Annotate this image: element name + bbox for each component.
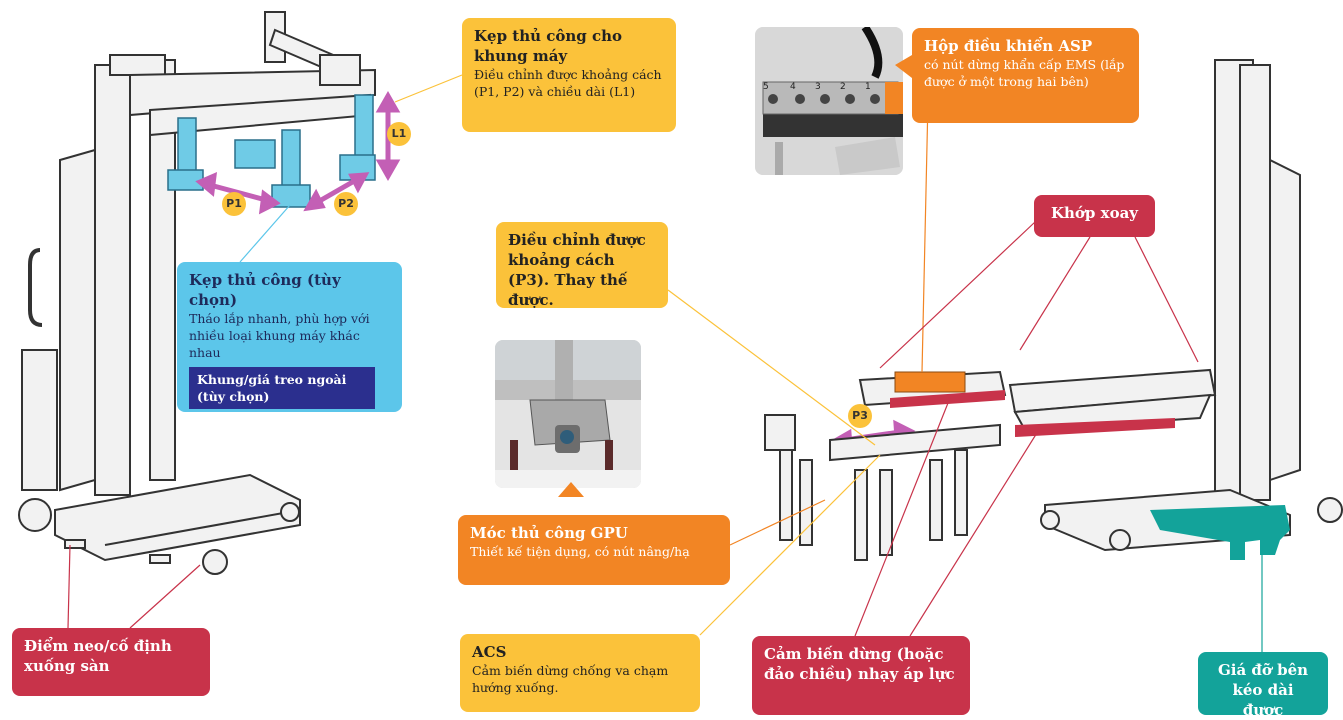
asp-panel-number: 2 [840, 82, 846, 92]
callout-frame-clamp: Kẹp thủ công cho khung máy Điều chỉnh đư… [462, 18, 676, 132]
callout-manual-clamp: Kẹp thủ công (tùy chọn) Tháo lắp nhanh, … [177, 262, 402, 412]
callout-rotary-joint: Khớp xoay [1034, 195, 1155, 237]
callout-title: ACS [472, 643, 507, 661]
marker-p2: P2 [334, 192, 358, 216]
asp-panel-number: 4 [790, 82, 796, 92]
callout-title: Điều chỉnh được khoảng cách (P3). Thay t… [508, 231, 646, 309]
callout-title: Móc thủ công GPU [470, 524, 628, 542]
asp-panel-photo-art [755, 27, 903, 175]
callout-asp-box: Hộp điều khiển ASP có nút dừng khẩn cấp … [912, 28, 1139, 123]
callout-desc: Thiết kế tiện dụng, có nút nâng/hạ [470, 544, 690, 559]
asp-panel-number: 5 [763, 82, 769, 92]
asp-box-mini [894, 371, 966, 393]
external-frame-badge: Khung/giá treo ngoài (tùy chọn) [189, 367, 375, 409]
badge-text: Khung/giá treo ngoài (tùy chọn) [197, 372, 347, 404]
callout-stop-sensor: Cảm biến dừng (hoặc đảo chiều) nhạy áp l… [752, 636, 970, 715]
marker-p1: P1 [222, 192, 246, 216]
asp-panel-photo: 5 4 3 2 1 [755, 27, 903, 175]
callout-title: Kẹp thủ công (tùy chọn) [189, 271, 341, 309]
sensor-strips [890, 390, 1175, 437]
callout-desc: Cảm biến dừng chống va chạm hướng xuống. [472, 663, 669, 695]
callout-title: Hộp điều khiển ASP [924, 37, 1093, 55]
callout-desc: Điều chỉnh được khoảng cách (P1, P2) và … [474, 67, 662, 99]
asp-panel-number: 3 [815, 82, 821, 92]
callout-desc: có nút dừng khẩn cấp EMS (lắp được ở một… [924, 57, 1125, 89]
callout-desc: Tháo lắp nhanh, phù hợp với nhiều loại k… [189, 311, 370, 360]
callout-title: Kẹp thủ công cho khung máy [474, 27, 623, 65]
marker-l1: L1 [387, 122, 411, 146]
callout-title: Giá đỡ bên kéo dài được [1217, 661, 1309, 719]
callout-acs: ACS Cảm biến dừng chống va chạm hướng xu… [460, 634, 700, 712]
asp-panel-number: 1 [865, 82, 871, 92]
callout-p3-adjust: Điều chỉnh được khoảng cách (P3). Thay t… [496, 222, 668, 309]
callout-title: Cảm biến dừng (hoặc đảo chiều) nhạy áp l… [764, 645, 955, 683]
callout-anchor: Điểm neo/cố định xuống sàn [12, 628, 210, 696]
marker-p3: P3 [848, 404, 872, 428]
side-support-shape [1150, 505, 1290, 560]
gpu-hook-photo [495, 340, 641, 488]
left-blue-clamps [167, 94, 376, 208]
callout-side-support: Giá đỡ bên kéo dài được [1198, 652, 1328, 719]
callout-title: Khớp xoay [1050, 204, 1139, 222]
callout-gpu-hook: Móc thủ công GPU Thiết kế tiện dụng, có … [458, 515, 730, 585]
callout-title: Điểm neo/cố định xuống sàn [24, 637, 172, 675]
connector-lines [67, 74, 1263, 652]
left-machine [18, 11, 376, 575]
gpu-hook-photo-art [495, 340, 641, 488]
